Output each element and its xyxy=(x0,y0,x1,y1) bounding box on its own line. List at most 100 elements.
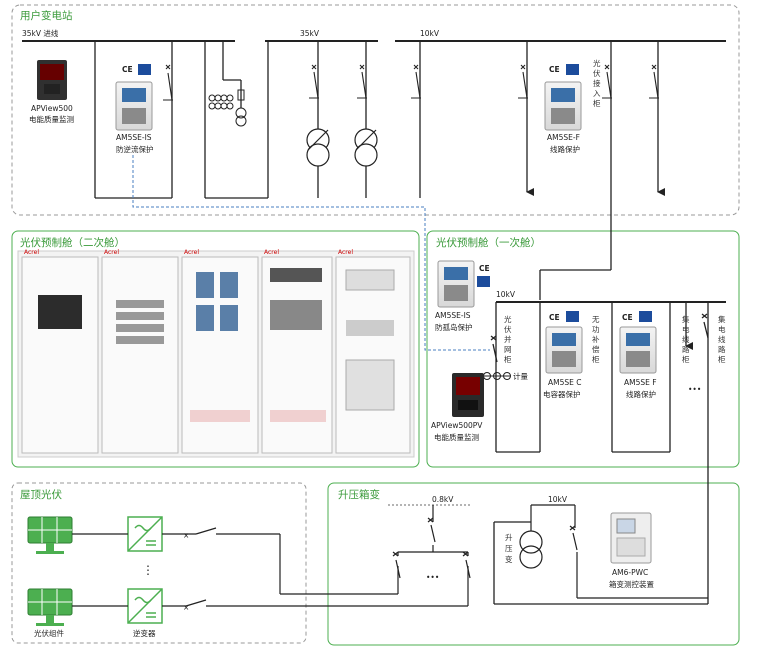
label-35kv-bus: 35kV xyxy=(300,29,320,38)
svg-text:电: 电 xyxy=(682,324,690,334)
apview500-device xyxy=(37,60,67,100)
iec-mark xyxy=(566,311,579,322)
svg-text:接: 接 xyxy=(593,78,601,88)
am5se-is2-desc: 防孤岛保护 xyxy=(435,322,473,332)
metering-ct-symbol xyxy=(483,372,511,380)
svg-text:路: 路 xyxy=(682,344,690,354)
iec-mark xyxy=(566,64,579,75)
svg-text:柜: 柜 xyxy=(682,354,690,364)
ce-mark: CE xyxy=(479,264,490,273)
svg-text:网: 网 xyxy=(504,345,512,354)
am6-name: AM6-PWC xyxy=(612,568,648,577)
apview500pv-name: APView500PV xyxy=(431,421,483,430)
label-0-8kv: 0.8kV xyxy=(432,495,454,504)
more-branches-dots: ••• xyxy=(426,573,439,582)
svg-text:并: 并 xyxy=(504,334,512,344)
am5se-f2-device xyxy=(619,326,657,374)
boost-frame xyxy=(327,482,740,646)
brand-label: Acrel xyxy=(104,249,119,256)
svg-text:无: 无 xyxy=(592,315,600,324)
am5se-c-name: AM5SE C xyxy=(548,378,582,387)
ce-mark: CE xyxy=(622,313,633,322)
label-10kv-bus: 10kV xyxy=(420,29,440,38)
brand-label: Acrel xyxy=(184,249,199,256)
inverter-label: 逆变器 xyxy=(133,628,156,638)
svg-text:光: 光 xyxy=(593,58,601,68)
svg-text:柜: 柜 xyxy=(504,354,512,364)
am5se-is-name: AM5SE-IS xyxy=(116,133,152,142)
iec-mark xyxy=(639,311,652,322)
am6-pwc-device xyxy=(610,512,652,564)
label-10kv-cabin: 10kV xyxy=(496,290,516,299)
pv-module-icon xyxy=(27,516,73,554)
ce-mark: CE xyxy=(549,65,560,74)
pv-module-icon xyxy=(27,588,73,626)
metering-label: 计量 xyxy=(513,371,528,381)
breaker-mark: × xyxy=(183,603,189,612)
svg-text:柜: 柜 xyxy=(593,98,601,108)
rooftop-frame xyxy=(11,482,307,644)
more-strings-dots: ⋮ xyxy=(142,563,154,577)
am5se-is-device xyxy=(115,81,153,131)
more-feeders-dots: ••• xyxy=(688,385,701,394)
vlabel-collect1: 集 电 线 路 柜 xyxy=(682,314,690,364)
svg-text:集: 集 xyxy=(718,314,726,324)
inverter-icon xyxy=(127,588,163,624)
svg-text:补: 补 xyxy=(592,334,600,344)
svg-text:伏: 伏 xyxy=(593,68,601,78)
am6-desc: 箱变测控装置 xyxy=(609,579,654,589)
am5se-c-device xyxy=(545,326,583,374)
label-35kv-incoming: 35kV 进线 xyxy=(22,28,59,38)
substation-wiring xyxy=(22,40,726,300)
svg-text:入: 入 xyxy=(593,89,601,98)
boost-wiring xyxy=(388,504,708,599)
svg-text:电: 电 xyxy=(718,324,726,334)
iec-mark xyxy=(477,276,490,287)
svg-text:功: 功 xyxy=(592,324,600,334)
svg-text:伏: 伏 xyxy=(504,324,512,334)
vlabel-pv-grid: 光 伏 并 网 柜 xyxy=(504,314,512,364)
pv-primary-frame xyxy=(426,230,740,468)
apview500-name: APView500 xyxy=(31,104,73,113)
svg-text:柜: 柜 xyxy=(592,354,600,364)
substation-frame xyxy=(11,4,740,216)
svg-text:变: 变 xyxy=(505,554,513,564)
vlabel-collect2: 集 电 线 路 柜 xyxy=(718,314,726,364)
svg-text:路: 路 xyxy=(718,344,726,354)
section-title-pv-secondary: 光伏预制舱（二次舱） xyxy=(20,236,125,249)
primary-wiring xyxy=(490,301,726,605)
pv-module-label: 光伏组件 xyxy=(34,628,64,638)
boost-transformer-symbol xyxy=(519,530,543,569)
vlabel-pv-access: 光 伏 接 入 柜 xyxy=(593,58,601,108)
brand-label: Acrel xyxy=(338,249,353,256)
breaker-mark: × xyxy=(183,531,189,540)
brand-label: Acrel xyxy=(24,249,39,256)
secondary-cabinet-photo xyxy=(17,250,415,458)
section-title-boost: 升压箱变 xyxy=(338,488,380,501)
ce-mark: CE xyxy=(122,65,133,74)
svg-text:柜: 柜 xyxy=(718,354,726,364)
pv-secondary-frame xyxy=(11,230,420,468)
svg-text:线: 线 xyxy=(718,334,726,344)
switch-symbols xyxy=(163,64,659,101)
apview500pv-device xyxy=(452,373,484,417)
am5se-is-anti-island-device xyxy=(437,260,475,308)
svg-text:升: 升 xyxy=(505,533,513,542)
svg-text:偿: 偿 xyxy=(592,344,600,354)
svg-text:压: 压 xyxy=(505,544,513,553)
ce-mark: CE xyxy=(549,313,560,322)
brand-label: Acrel xyxy=(264,249,279,256)
am5se-f2-name: AM5SE F xyxy=(624,378,657,387)
svg-text:集: 集 xyxy=(682,314,690,324)
section-title-pv-primary: 光伏预制舱（一次舱） xyxy=(436,236,541,249)
svg-text:线: 线 xyxy=(682,334,690,344)
inverter-icon xyxy=(127,516,163,552)
section-title-rooftop: 屋顶光伏 xyxy=(20,488,62,501)
vlabel-reactive: 无 功 补 偿 柜 xyxy=(592,315,600,364)
pt-symbol xyxy=(208,89,247,127)
am5se-f2-desc: 线路保护 xyxy=(626,389,656,399)
am5se-is-desc: 防逆流保护 xyxy=(116,144,154,154)
am5se-f-device xyxy=(544,81,582,131)
svg-text:光: 光 xyxy=(504,314,512,324)
